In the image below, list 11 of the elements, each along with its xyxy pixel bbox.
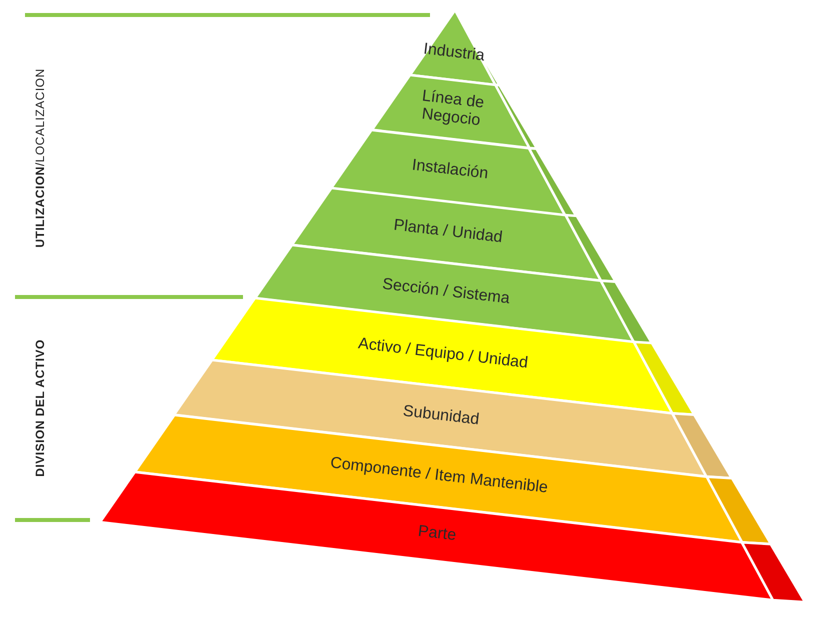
- band-label: Parte: [417, 522, 458, 546]
- band-label: Componente / Item Mantenible: [330, 454, 550, 498]
- band-label: Subunidad: [402, 403, 480, 430]
- band-label: Activo / Equipo / Unidad: [358, 334, 530, 372]
- section-label: DIVISION DEL ACTIVO: [33, 339, 47, 477]
- band-label: Instalación: [410, 157, 489, 184]
- section-label: UTILIZACION/LOCALIZACION: [33, 68, 47, 248]
- band-label: Planta / Unidad: [392, 217, 503, 248]
- band-label: Sección / Sistema: [380, 275, 510, 308]
- band-label: Industria: [422, 40, 486, 66]
- band-label: Línea de Negocio: [420, 86, 486, 132]
